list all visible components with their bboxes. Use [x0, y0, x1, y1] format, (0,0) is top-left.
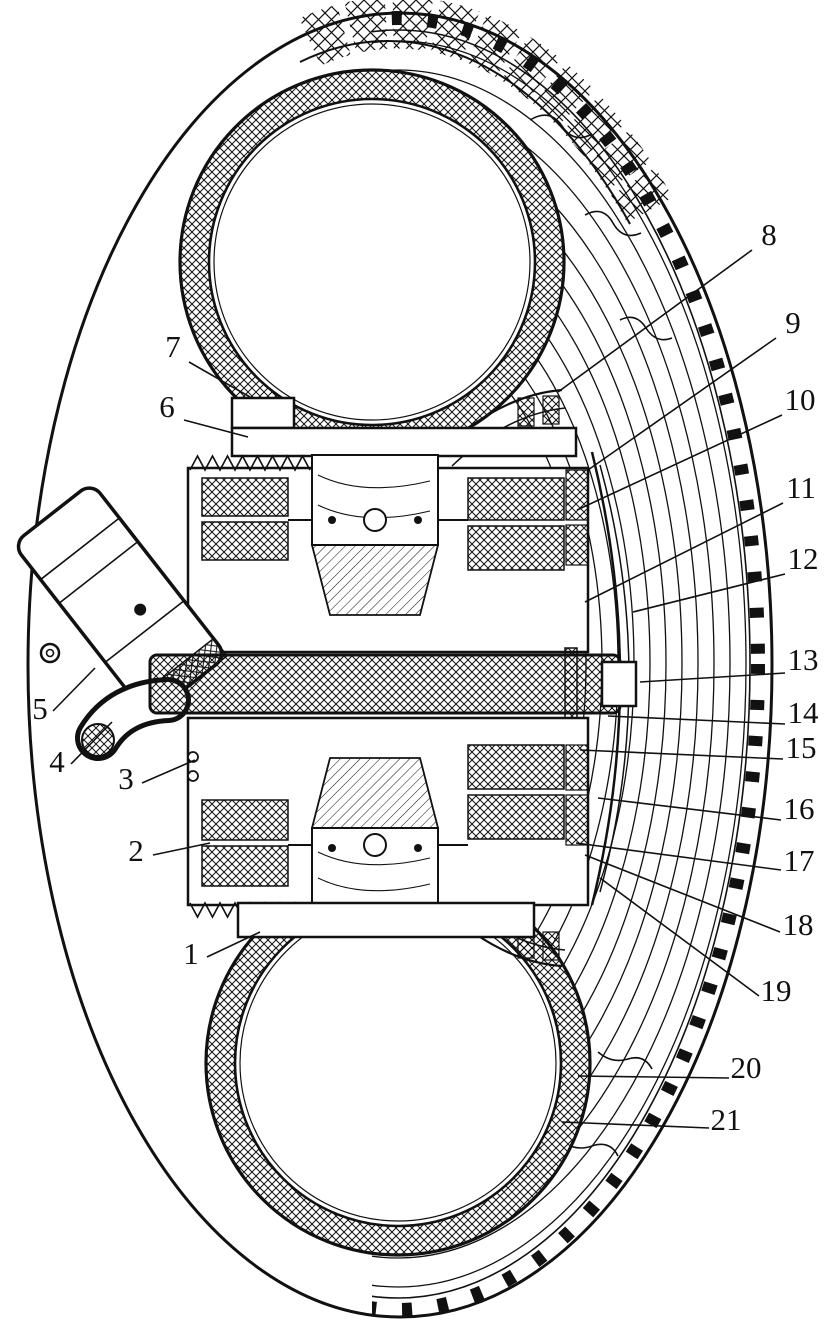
callout-label-5: 5 — [32, 691, 48, 726]
gear-teeth-top — [189, 454, 311, 472]
ring-gear-upper-a — [565, 469, 589, 521]
tread-groove — [597, 1051, 653, 1070]
bearing-lower-left-b — [201, 845, 289, 887]
leader-line-15 — [579, 749, 784, 760]
callout-label-16: 16 — [784, 791, 815, 826]
leader-line-17 — [575, 842, 782, 871]
leader-line-20 — [577, 1075, 730, 1079]
bearing-lower-left-a — [201, 799, 289, 841]
leader-line-4 — [70, 721, 113, 765]
callout-label-10: 10 — [785, 382, 816, 417]
tube-top-inner-line — [213, 103, 531, 421]
bolt-upper-right — [414, 516, 422, 524]
ring-gear-upper-b — [565, 524, 589, 566]
callout-label-7: 7 — [165, 329, 181, 364]
knuckle-arm-tip — [81, 723, 115, 757]
tire-sidewall-line — [372, 40, 747, 1288]
bearing-lower-right-a — [467, 744, 565, 790]
planet-carrier-upper — [310, 544, 440, 616]
bolt-lower-right — [414, 844, 422, 852]
planet-carrier-lower — [310, 757, 440, 829]
grease-fitting-hole — [45, 648, 55, 658]
flange-bolt-b — [187, 770, 199, 782]
tube-bottom-inner-wall — [233, 898, 563, 1228]
callout-label-8: 8 — [761, 217, 777, 252]
callout-label-15: 15 — [786, 730, 817, 765]
leader-line-8 — [557, 249, 753, 393]
callout-label-4: 4 — [49, 744, 65, 779]
bearing-upper-left-a — [201, 477, 289, 517]
callout-label-12: 12 — [788, 541, 819, 576]
planet-pin-upper — [363, 508, 387, 532]
leader-line-18 — [584, 854, 781, 933]
callout-label-14: 14 — [788, 695, 820, 730]
leader-line-5 — [52, 667, 96, 712]
callout-label-18: 18 — [783, 907, 814, 942]
bearing-upper-right-a — [467, 477, 565, 521]
leader-line-19 — [599, 877, 760, 997]
callout-label-20: 20 — [731, 1050, 762, 1085]
callout-label-19: 19 — [761, 973, 792, 1008]
callout-label-2: 2 — [128, 833, 144, 868]
bearing-upper-left-b — [201, 521, 289, 561]
callout-label-3: 3 — [118, 761, 134, 796]
tire-tread-blocks — [299, 0, 673, 223]
tire-shoulder-line — [372, 29, 751, 1299]
bearing-upper-right-b — [467, 525, 565, 571]
callout-label-1: 1 — [183, 936, 199, 971]
leader-line-10 — [576, 414, 783, 511]
callout-label-21: 21 — [711, 1102, 742, 1137]
tire-tread-lugs — [372, 11, 765, 1317]
bolt-upper-left — [328, 516, 336, 524]
ring-gear-lower-a — [565, 744, 589, 791]
leader-line-2 — [152, 842, 211, 856]
shaft-spacer — [564, 647, 578, 719]
callout-label-6: 6 — [159, 389, 175, 424]
bolt-lower-left — [328, 844, 336, 852]
ring-gear-lower-b — [565, 794, 589, 846]
tire-sidewall-line — [372, 69, 731, 1259]
leader-line-6 — [183, 419, 249, 438]
inner-tube-bottom — [204, 869, 592, 1257]
callout-label-13: 13 — [788, 642, 819, 677]
tube-top-inner-wall — [207, 97, 537, 427]
inner-tube-top — [178, 68, 566, 456]
leader-line-21 — [561, 1121, 710, 1129]
callout-label-11: 11 — [786, 470, 816, 505]
upper-gear-housing — [186, 454, 590, 654]
top-flange — [230, 426, 578, 458]
bearing-lower-right-b — [467, 794, 565, 840]
flange-bolt-a — [187, 751, 199, 763]
callout-label-17: 17 — [784, 843, 815, 878]
leader-line-12 — [632, 573, 786, 613]
gear-grain-lines — [317, 851, 431, 892]
shaft-end-nut — [600, 660, 638, 708]
bottom-flange — [236, 901, 536, 939]
axle-shaft-body — [148, 653, 622, 715]
leader-line-7 — [188, 361, 251, 398]
tire-tread-inner-edge — [299, 39, 631, 225]
planet-pin-lower — [363, 833, 387, 857]
leader-line-3 — [141, 759, 196, 784]
callout-label-9: 9 — [785, 305, 801, 340]
leader-line-1 — [206, 931, 261, 958]
tread-groove — [584, 210, 642, 237]
leader-line-9 — [587, 337, 777, 471]
leader-line-16 — [597, 797, 782, 821]
leader-line-14 — [607, 715, 786, 725]
leader-line-13 — [639, 672, 786, 683]
leader-line-11 — [584, 502, 784, 603]
bead-clamp-top — [230, 396, 296, 430]
tread-groove — [529, 114, 593, 139]
lower-gear-housing — [186, 716, 590, 919]
hub-assembly — [16, 388, 638, 968]
